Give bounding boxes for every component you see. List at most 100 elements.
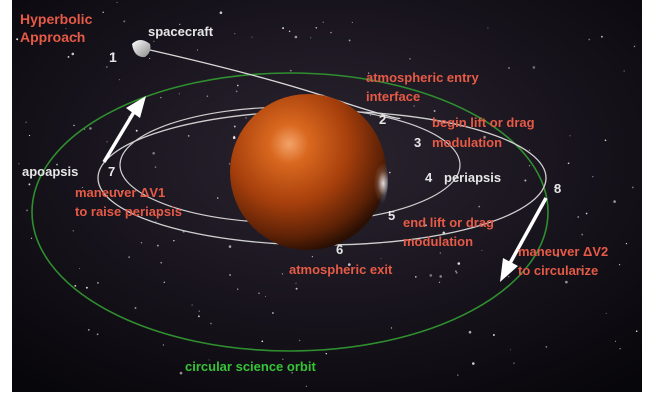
star (163, 281, 165, 283)
star (524, 179, 527, 182)
star (85, 286, 88, 289)
end-label-line-2: modulation (403, 234, 473, 249)
star (425, 224, 427, 227)
star (478, 205, 481, 208)
star (545, 346, 548, 348)
star (615, 340, 616, 342)
star (81, 187, 83, 188)
star (87, 329, 90, 331)
star (581, 233, 584, 236)
star (28, 134, 31, 137)
number-1: 1 (109, 49, 117, 65)
star (160, 261, 162, 264)
star (219, 11, 223, 14)
dv2-label-line-1: maneuver ΔV2 (518, 244, 608, 259)
star (565, 280, 568, 284)
star (351, 21, 353, 23)
star (56, 163, 58, 166)
circular-science-orbit (31, 72, 549, 352)
star (439, 252, 441, 254)
star (348, 263, 351, 266)
star (513, 362, 515, 364)
star (295, 282, 297, 284)
star (71, 52, 75, 56)
star (25, 121, 27, 123)
star (439, 275, 443, 278)
star (72, 229, 75, 232)
star (429, 274, 433, 277)
number-2: 2 (379, 112, 386, 127)
star (554, 186, 556, 189)
star (80, 193, 82, 196)
star (369, 114, 372, 116)
star (457, 262, 461, 265)
arrow-up-icon (102, 96, 146, 163)
star (291, 372, 293, 374)
begin-label-line-1: begin lift or drag (432, 115, 535, 130)
star (258, 292, 260, 294)
star (128, 256, 130, 258)
star (282, 358, 284, 360)
star (236, 84, 239, 87)
star (102, 11, 104, 13)
star (179, 371, 183, 375)
star (281, 273, 283, 275)
star (197, 315, 200, 318)
star (237, 288, 239, 290)
star (438, 281, 441, 283)
star (251, 36, 253, 38)
star (507, 275, 510, 278)
star (160, 96, 162, 99)
star (455, 270, 457, 272)
star (619, 348, 621, 350)
star (228, 245, 232, 248)
star (245, 117, 247, 119)
star (198, 310, 200, 312)
star (414, 276, 417, 278)
star (196, 49, 198, 51)
star (294, 35, 298, 39)
star (154, 166, 157, 168)
star (235, 90, 238, 93)
star (487, 27, 489, 29)
star (140, 242, 143, 244)
star (532, 66, 536, 69)
title-line-1: Hyperbolic (20, 11, 93, 27)
star (229, 274, 232, 276)
star (106, 66, 108, 68)
star (30, 237, 33, 239)
entry-label-line-1: atmospheric entry (366, 70, 479, 85)
star (472, 362, 475, 365)
star (179, 23, 181, 26)
star (613, 200, 616, 203)
star (149, 57, 151, 60)
end-label-line-1: end lift or drag (403, 215, 494, 230)
star (457, 374, 459, 376)
star (135, 129, 138, 132)
star (567, 162, 570, 165)
star (234, 33, 236, 35)
arrow-down-icon (500, 197, 548, 282)
star (228, 163, 231, 165)
dv1-label-line-2: to raise periapsis (75, 204, 182, 219)
planet-icon (230, 94, 388, 250)
star (208, 359, 210, 361)
star (123, 20, 126, 23)
star (569, 135, 571, 137)
star (152, 152, 155, 155)
star (74, 284, 77, 287)
star (528, 149, 531, 152)
star (116, 1, 118, 3)
star (28, 183, 31, 186)
star (348, 39, 351, 42)
star (210, 322, 212, 325)
star (178, 93, 180, 95)
star (633, 45, 636, 48)
star (322, 21, 325, 23)
star (89, 127, 92, 130)
star (18, 163, 20, 165)
title-line-2: Approach (20, 29, 85, 45)
star (261, 340, 264, 343)
